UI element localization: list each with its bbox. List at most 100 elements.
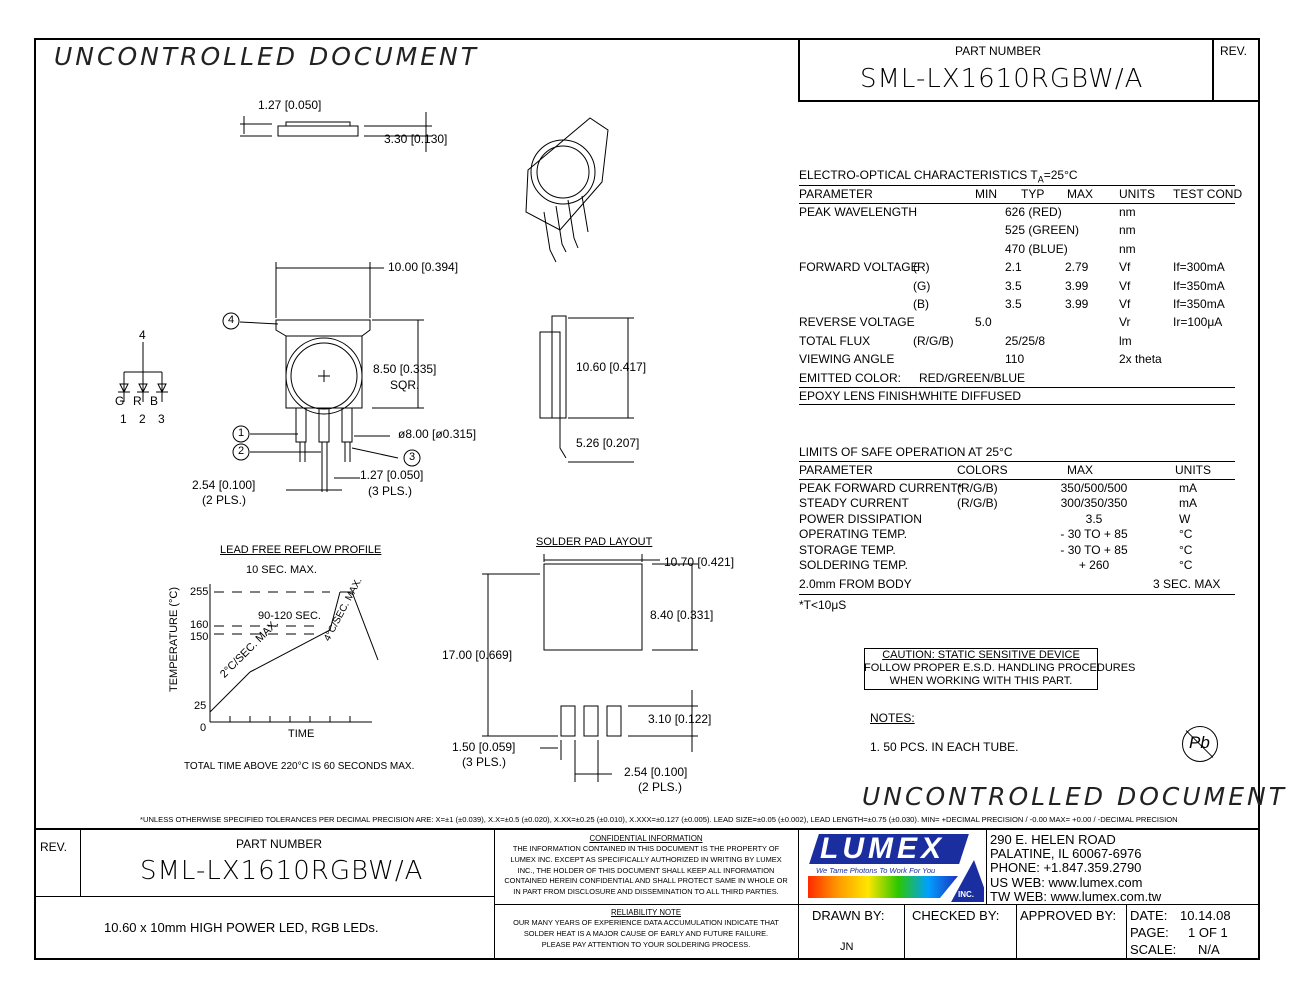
caution-line-2: FOLLOW PROPER E.S.D. HANDLING PROCEDURES [864,662,1136,674]
limits-cell-u: mA [1179,481,1197,495]
confidential-line: LUMEX INC. EXCEPT AS SPECIFICALLY AUTHOR… [510,854,782,864]
confidential-line: CONTAINED HEREIN CONFIDENTIAL AND SHALL … [504,876,788,886]
electro-row: 525 (GREEN)nm [799,223,1235,241]
reflow-title: LEAD FREE REFLOW PROFILE [220,544,382,556]
electro-cell-p: TOTAL FLUX [799,333,871,348]
electro-cell-max: 2.79 [1065,260,1089,275]
dim-square: 8.50 [0.335] [373,362,437,376]
electro-row: 470 (BLUE)nm [799,242,1235,260]
schematic-pin-3: 3 [158,412,165,426]
confidential-title: CONFIDENTIAL INFORMATION [589,834,703,843]
reflow-ytick-160: 160 [190,619,209,631]
limits-cell-c: (R/G/B) [957,496,998,511]
solder-dim-lead-w-note: (3 PLS.) [462,755,507,769]
electro-cell-typ: 3.5 [1005,278,1022,293]
date-value: 10.14.08 [1180,908,1231,923]
limits-cell-u: °C [1179,542,1193,557]
electro-cell-cond: If=350mA [1173,297,1225,311]
dim-square-note: SQR. [390,378,420,392]
solder-dim-total: 17.00 [0.669] [442,648,513,662]
scale-value: N/A [1198,942,1220,957]
address-line: PALATINE, IL 60067-6976 [990,846,1142,862]
electro-header-row: PARAMETER MIN TYP MAX UNITS TEST COND [799,187,1243,201]
schematic-label-g: G [115,394,125,408]
electro-cell-unit: Vf [1119,278,1131,293]
caution-line-3: WHEN WORKING WITH THIS PART. [889,675,1073,687]
callout-2: 2 [238,445,245,457]
page-value: 1 OF 1 [1188,925,1228,940]
limits-cell-p: POWER DISSIPATION [799,511,922,526]
limits-cell-m: + 260 [1078,558,1110,572]
electro-cell-cond: If=350mA [1173,278,1225,293]
electro-cell-cond: If=300mA [1173,260,1225,275]
electro-cell-unit: 2x theta [1119,352,1162,367]
reflow-note-90sec: 90-120 SEC. [258,610,321,622]
reliability-line: PLEASE PAY ATTENTION TO YOUR SOLDERING P… [541,940,751,949]
dim-width: 10.00 [0.394] [388,260,459,274]
electro-cell-max: 3.99 [1065,278,1089,293]
electro-cell-typ: 525 (GREEN) [1005,223,1080,238]
limits-row: SOLDERING TEMP. + 260 °C [799,558,1235,576]
electro-cell-min: 5.0 [975,315,992,330]
logo-rainbow [808,876,958,898]
electro-cell-typ: 110 [1005,352,1025,367]
limits-cell-p: SOLDERING TEMP. [799,558,908,572]
electro-cell-max: 3.99 [1065,297,1089,311]
solder-title: SOLDER PAD LAYOUT [536,536,653,548]
dim-side-height: 10.60 [0.417] [576,360,647,374]
titleblock-rev-label: REV. [40,840,67,854]
limits-header-row: PARAMETER COLORS MAX UNITS [799,463,1211,477]
dim-side-lead: 5.26 [0.207] [576,436,640,450]
approved-by-label: APPROVED BY: [1020,908,1117,923]
logo-tagline: We Tame Photons To Work For You [816,866,936,875]
limits-cell-u: mA [1179,496,1197,511]
drawn-by-label: DRAWN BY: [812,908,885,923]
header-part-number: SML-LX1610RGBW/A [860,64,1144,94]
pb-free-icon: Pb [1182,726,1218,762]
dim-top-thickness: 1.27 [0.050] [258,98,322,112]
reflow-note-10sec: 10 SEC. MAX. [246,564,317,576]
solder-dim-pitch: 2.54 [0.100] [624,765,688,779]
header-part-box [798,38,1260,102]
limits-footnote: *T<10μS [799,598,847,612]
electro-cell-unit: Vf [1119,260,1131,275]
dim-lens: ø8.00 [ø0.315] [398,427,477,441]
checked-by-label: CHECKED BY: [912,908,1000,923]
callout-4: 4 [228,314,235,326]
drawn-by-value: JN [840,941,854,953]
caution-line-1: CAUTION: STATIC SENSITIVE DEVICE [882,649,1080,661]
electro-cell-typ: 25/25/8 [1005,333,1046,348]
dim-lead-note: (3 PLS.) [368,484,413,498]
address-line: TW WEB: www.lumex.com.tw [990,888,1162,904]
notes-item-1: 1. 50 PCS. IN EACH TUBE. [870,740,1019,754]
electro-cell-cond: Ir=100μA [1173,315,1223,330]
callout-1: 1 [238,427,245,439]
lumex-logo: LUMEX We Tame Photons To Work For You IN… [800,830,984,902]
limits-cell-u: °C [1179,558,1193,572]
electro-cell-unit: nm [1119,205,1136,219]
solder-dim-lead-w: 1.50 [0.059] [452,740,516,754]
electro-cell-p: FORWARD VOLTAGE [799,260,919,275]
electro-cell-typ: 626 (RED) [1005,205,1062,219]
scale-label: SCALE: [1130,942,1177,957]
limits-solder-row: 2.0mm FROM BODY 3 SEC. MAX [799,577,1221,591]
drawing-frame [34,38,1260,960]
limits-cell-p: OPERATING TEMP. [799,527,908,542]
mechanical-drawing [118,112,698,782]
limits-row: STORAGE TEMP.- 30 TO + 85°C [799,543,1235,561]
schematic-label-b: B [150,394,159,408]
electro-epoxy-row: EPOXY LENS FINISH: WHITE DIFFUSED [799,389,1021,403]
titleblock-description: 10.60 x 10mm HIGH POWER LED, RGB LEDs. [104,920,379,935]
reliability-line: OUR MANY YEARS OF EXPERIENCE DATA ACCUMU… [513,918,779,927]
watermark-bottom: UNCONTROLLED DOCUMENT [862,782,1288,811]
limits-cell-m: 3.5 [1085,511,1103,526]
electro-title: ELECTRO-OPTICAL CHARACTERISTICS TA=25°C [799,168,1078,185]
electro-cell-sub: (R/G/B) [913,333,954,348]
